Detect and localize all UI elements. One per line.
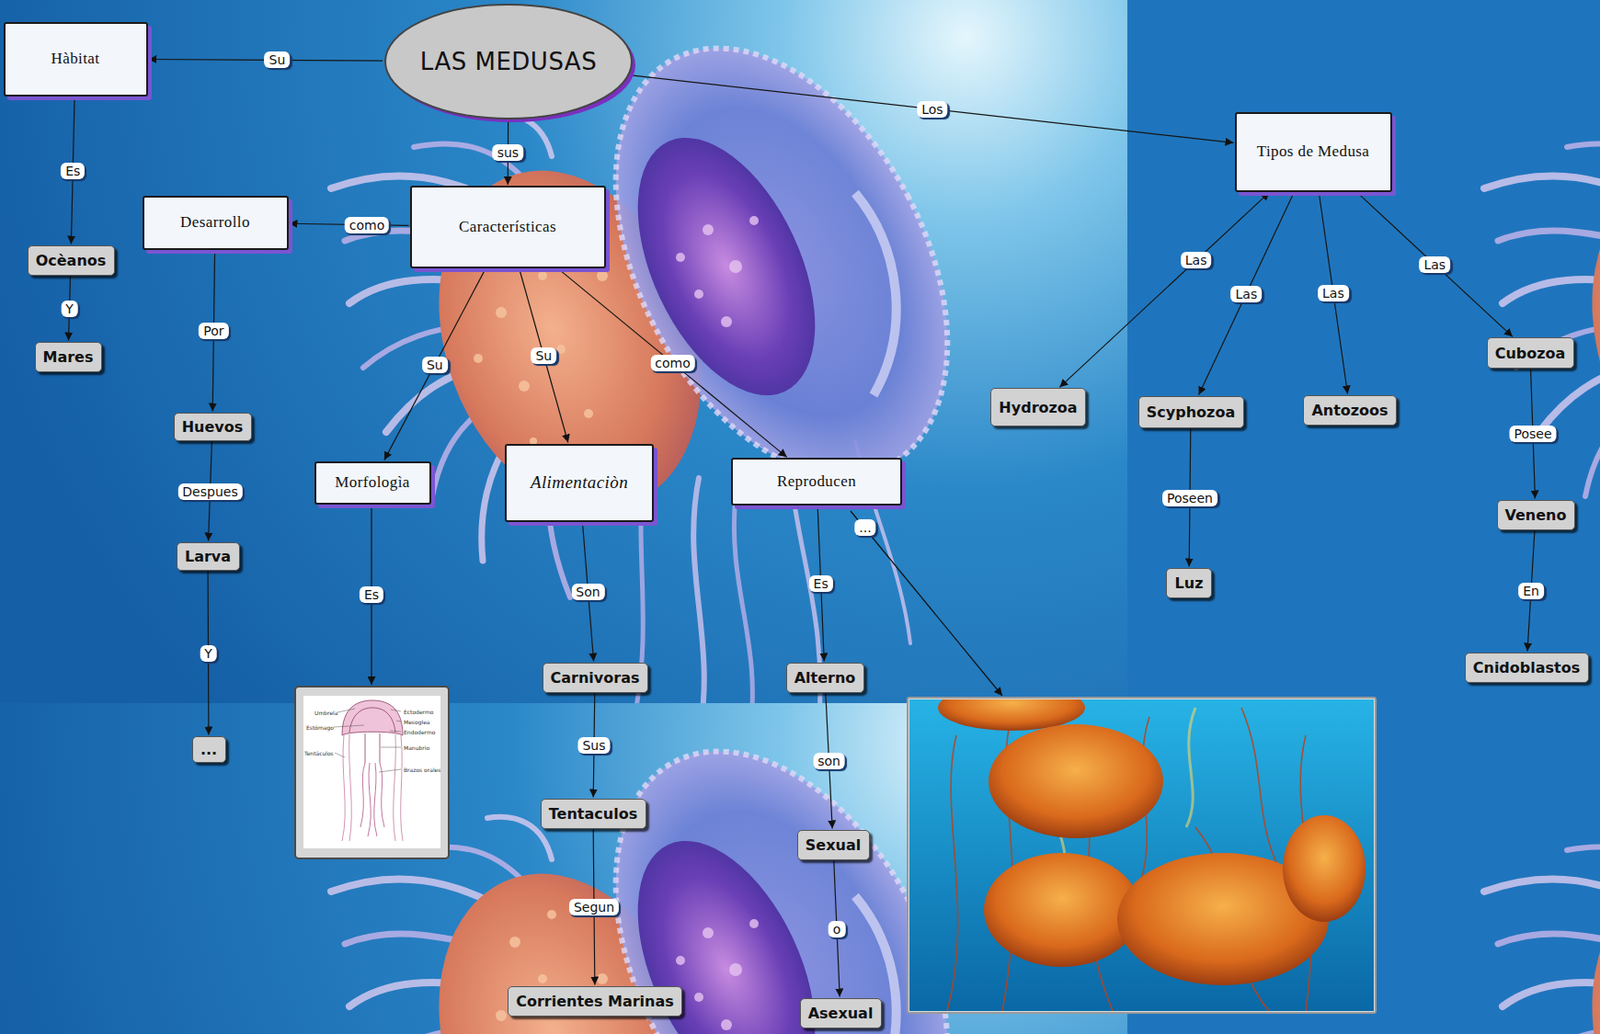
node-text: Luz — [1175, 574, 1204, 593]
link-label: son — [812, 753, 846, 770]
part-label: Tentáculos — [304, 750, 334, 757]
link-label: Las — [1317, 285, 1349, 302]
node-text: Scyphozoa — [1146, 403, 1235, 422]
part-label: Estómago — [306, 724, 334, 732]
link-label: Los — [916, 101, 948, 118]
node-text: Carnivoras — [550, 669, 640, 687]
node-text: Corrientes Marinas — [515, 993, 675, 1011]
node-text: Hàbitat — [51, 49, 101, 69]
node-text: Antozoos — [1311, 401, 1388, 420]
concept-leaf: Tentaculos — [540, 799, 647, 830]
leader-label: ... — [854, 519, 876, 537]
link-label: En — [1518, 582, 1544, 600]
concept-leaf: Larva — [176, 542, 240, 572]
concept-leaf: Antozoos — [1302, 395, 1397, 426]
concept-leaf: Mares — [34, 342, 103, 373]
concept-leaf: Alterno — [786, 662, 865, 694]
title-ellipse: LAS MEDUSAS — [383, 2, 634, 121]
link-label: Es — [60, 162, 85, 180]
concept-leaf: Scyphozoa — [1138, 396, 1245, 429]
link-label: como — [344, 217, 389, 234]
connector — [1059, 192, 1269, 388]
link-label: Y — [60, 300, 79, 318]
link-label: Las — [1180, 251, 1212, 269]
connector — [384, 269, 486, 461]
part-label: Brazos orales — [403, 766, 441, 774]
concept-leaf: Huevos — [173, 412, 252, 442]
part-label: Endodermo — [403, 729, 435, 736]
node-text: LAS MEDUSAS — [420, 47, 597, 76]
concept-box: Reproducen — [731, 457, 903, 506]
node-text: Morfologìa — [334, 473, 410, 492]
concept-box: Morfologìa — [314, 461, 432, 505]
concept-box: Desarrollo — [142, 195, 289, 251]
node-text: Tipos de Medusa — [1257, 142, 1371, 161]
leader-label: Es — [359, 586, 384, 604]
connector — [1199, 192, 1294, 395]
concept-box: Tipos de Medusa — [1234, 112, 1393, 193]
connector — [1357, 192, 1513, 337]
node-text: Cubozoa — [1495, 344, 1566, 363]
link-label: Despues — [177, 483, 242, 501]
link-label: Las — [1418, 256, 1451, 274]
link-label: Su — [530, 347, 557, 365]
concept-leaf: Luz — [1165, 568, 1212, 599]
part-label: Umbrela — [314, 709, 338, 717]
link-label: Su — [264, 51, 291, 69]
part-label: Manubrio — [403, 744, 430, 752]
node-text: Sexual — [805, 836, 861, 855]
node-text: Cnidoblastos — [1473, 659, 1580, 677]
link-label: sus — [492, 144, 524, 161]
connector — [630, 75, 1234, 143]
ellipse-fill — [385, 4, 632, 119]
concept-box: Características — [410, 185, 606, 269]
link-label: Son — [571, 583, 605, 601]
part-label: Mesoglea — [403, 719, 431, 726]
concept-box: Alimentaciòn — [504, 444, 654, 523]
concept-box: Hàbitat — [3, 22, 149, 97]
link-label: o — [828, 921, 846, 938]
concept-leaf: Corrientes Marinas — [507, 986, 683, 1018]
node-text: Ocèanos — [35, 251, 107, 270]
node-text: Larva — [184, 548, 231, 566]
concept-leaf: Cnidoblastos — [1464, 652, 1589, 684]
link-label: Poseen — [1162, 490, 1218, 507]
link-label: Segun — [569, 899, 619, 916]
concept-leaf: Carnivoras — [542, 662, 649, 694]
node-text: Características — [458, 217, 557, 237]
node-text: Alimentaciòn — [530, 472, 629, 493]
link-label: como — [650, 354, 695, 372]
node-text: Alterno — [794, 669, 857, 687]
part-label: Ectodermo — [403, 708, 435, 716]
link-label: Por — [198, 322, 229, 340]
node-text: Veneno — [1505, 506, 1567, 525]
node-text: ... — [200, 741, 218, 759]
node-text: Hydrozoa — [998, 399, 1077, 417]
concept-leaf: Asexual — [800, 998, 882, 1029]
node-text: Tentaculos — [548, 805, 638, 823]
connector — [558, 269, 787, 458]
concept-leaf: Veneno — [1497, 500, 1576, 531]
node-text: Desarrollo — [180, 213, 251, 232]
node-text: Huevos — [182, 418, 244, 436]
concept-leaf: Sexual — [797, 830, 870, 861]
link-label: Sus — [577, 737, 610, 755]
connector — [519, 269, 569, 444]
concept-leaf: ... — [192, 736, 227, 764]
link-label: Y — [199, 645, 218, 663]
node-text: Asexual — [808, 1005, 874, 1023]
link-label: Su — [422, 356, 448, 374]
concept-leaf: Hydrozoa — [990, 388, 1086, 427]
link-label: Es — [809, 575, 834, 593]
link-label: Posee — [1508, 425, 1556, 443]
concept-leaf: Cubozoa — [1486, 337, 1575, 369]
link-label: Las — [1231, 285, 1263, 303]
node-text: Mares — [43, 348, 94, 366]
node-text: Reproducen — [777, 472, 857, 492]
concept-leaf: Ocèanos — [27, 245, 115, 276]
